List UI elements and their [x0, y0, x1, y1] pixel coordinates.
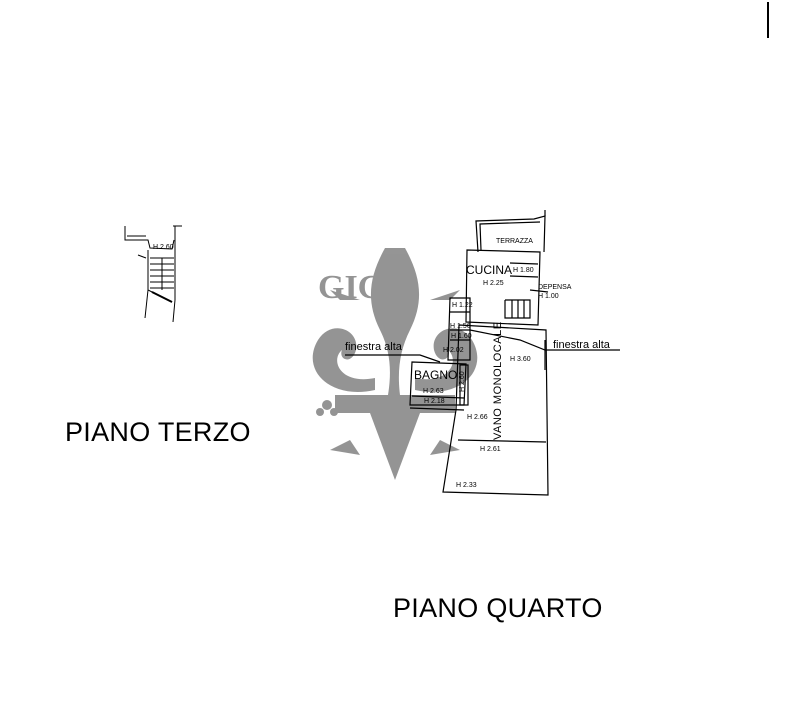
height-label: H 3.60: [510, 356, 531, 363]
height-label: H 2.02: [443, 347, 464, 354]
third-floor-plan: [124, 225, 182, 323]
height-label: H 2.61: [480, 446, 501, 453]
height-label: H 1.00: [538, 293, 559, 300]
height-label: H 2.33: [456, 482, 477, 489]
height-label: H 1.22: [452, 302, 473, 309]
height-label: H 2.60: [459, 371, 466, 392]
height-label: H 2.18: [424, 398, 445, 405]
height-label: H 1.56: [450, 323, 471, 330]
room-label-kitchen: CUCINA: [466, 263, 513, 277]
height-label: H 2.66: [467, 414, 488, 421]
annotation-high-window-right: finestra alta: [553, 339, 610, 351]
height-label: H 2.25: [483, 280, 504, 287]
watermark-text: GIG: [318, 269, 384, 306]
room-label-pantry: DEPENSA: [538, 284, 572, 291]
height-label: H 2.60: [153, 244, 174, 251]
fourth-floor-title: PIANO QUARTO: [393, 593, 603, 623]
height-label: H 2.63: [423, 388, 444, 395]
fourth-floor-plan: [345, 210, 620, 496]
annotation-high-window-left: finestra alta: [345, 341, 402, 353]
room-label-bathroom: BAGNO: [414, 368, 458, 382]
third-floor-title: PIANO TERZO: [65, 417, 251, 447]
room-label-terrace: TERRAZZA: [496, 238, 533, 245]
height-label: H 1.80: [513, 267, 534, 274]
height-label: H 1.60: [451, 333, 472, 340]
room-label-studio: VANO MONOLOCALE: [492, 321, 504, 440]
